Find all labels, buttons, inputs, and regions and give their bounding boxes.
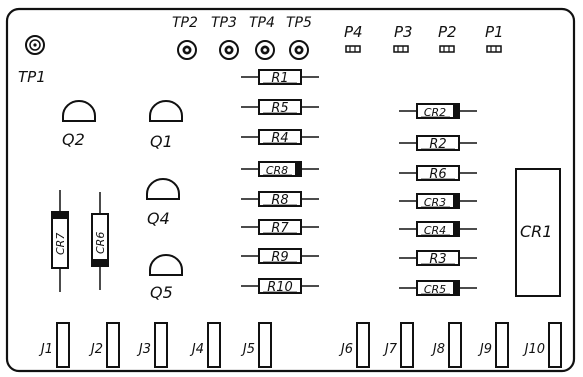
transistor-q4: Q4 xyxy=(146,178,180,228)
resistor-r4: R4 xyxy=(241,129,319,146)
test-point-label: TP5 xyxy=(286,15,312,31)
component-label: R6 xyxy=(429,167,446,182)
diode-label: CR7 xyxy=(54,233,67,255)
jumper-label: J8 xyxy=(430,342,445,357)
jumper-j10: J10 xyxy=(522,322,562,368)
test-point-label: TP1 xyxy=(18,68,46,86)
jumper-j7: J7 xyxy=(382,322,414,368)
test-point-tp1: TP1 xyxy=(18,35,46,86)
test-point-label: TP3 xyxy=(211,15,237,31)
jumper-j4: J4 xyxy=(189,322,221,368)
resistor-r1: R1 xyxy=(241,69,319,86)
resistor-r2: R2 xyxy=(399,135,477,152)
transistor-q5: Q5 xyxy=(149,254,183,302)
jumper-row: J1 J2 J3 J4 J5 J6 J7 J8 J9 J10 xyxy=(38,322,562,368)
board-outline xyxy=(5,7,576,373)
resistor-r9: R9 xyxy=(241,248,319,265)
transistor-label: Q1 xyxy=(150,132,173,151)
rectifier-cr1: CR1 xyxy=(515,168,561,297)
jumper-j2: J2 xyxy=(88,322,120,368)
component-label: R9 xyxy=(271,250,288,265)
transistor-label: Q2 xyxy=(62,130,85,149)
component-label: CR8 xyxy=(266,164,288,177)
resistor-r6: R6 xyxy=(399,165,477,182)
connector-label: P4 xyxy=(344,23,363,41)
jumper-j5: J5 xyxy=(240,322,272,368)
transistor-q2: Q2 xyxy=(62,100,96,149)
test-point-tp2: TP2 xyxy=(172,15,198,60)
component-label: R7 xyxy=(271,221,289,236)
component-label: R8 xyxy=(271,193,288,208)
test-point-tp5: TP5 xyxy=(286,15,312,60)
resistor-r5: R5 xyxy=(241,99,319,116)
jumper-label: J5 xyxy=(240,342,255,357)
connector-p2: P2 xyxy=(438,23,457,53)
jumper-j8: J8 xyxy=(430,322,462,368)
resistor-r10: R10 xyxy=(241,278,319,295)
test-point-label: TP2 xyxy=(172,15,198,31)
diode-label: CR6 xyxy=(94,232,107,254)
resistor-r8: R8 xyxy=(241,191,319,208)
jumper-j6: J6 xyxy=(338,322,370,368)
jumper-j1: J1 xyxy=(38,322,70,368)
jumper-label: J1 xyxy=(38,342,53,357)
jumper-label: J3 xyxy=(136,342,151,357)
test-point-label: TP4 xyxy=(249,15,275,31)
connector-label: P2 xyxy=(438,23,457,41)
component-label: R2 xyxy=(429,137,446,152)
diode-cr6: CR6 xyxy=(91,192,109,290)
jumper-j3: J3 xyxy=(136,322,168,368)
resistor-r7: R7 xyxy=(241,219,319,236)
component-label: CR2 xyxy=(424,106,446,119)
jumper-label: J6 xyxy=(338,342,353,357)
jumper-label: J4 xyxy=(189,342,204,357)
jumper-label: J9 xyxy=(477,342,492,357)
component-label: R10 xyxy=(267,280,293,295)
diode-cr3: CR3 xyxy=(399,193,477,209)
jumper-j9: J9 xyxy=(477,322,509,368)
jumper-label: J7 xyxy=(382,342,398,357)
test-point-tp4: TP4 xyxy=(249,15,275,60)
transistor-label: Q4 xyxy=(147,209,170,228)
connector-label: P1 xyxy=(485,23,504,41)
diode-cr2: CR2 xyxy=(399,103,477,119)
connector-p1: P1 xyxy=(485,23,504,53)
jumper-label: J2 xyxy=(88,342,103,357)
connector-label: P3 xyxy=(394,23,413,41)
component-label: CR5 xyxy=(424,283,446,296)
diode-cr5: CR5 xyxy=(399,280,477,296)
transistor-label: Q5 xyxy=(150,283,173,302)
component-label: R1 xyxy=(271,71,288,86)
component-label: R5 xyxy=(271,101,288,116)
test-point-tp3: TP3 xyxy=(211,15,239,60)
resistor-r3: R3 xyxy=(399,250,477,267)
diode-cr7: CR7 xyxy=(51,190,69,292)
transistor-q1: Q1 xyxy=(149,100,183,151)
component-label: CR3 xyxy=(424,196,446,209)
diode-cr4: CR4 xyxy=(399,221,477,237)
rectifier-label: CR1 xyxy=(520,222,552,241)
connector-p3: P3 xyxy=(393,23,413,53)
component-label: R4 xyxy=(271,131,288,146)
diode-cr8: CR8 xyxy=(241,161,319,177)
component-label: CR4 xyxy=(424,224,446,237)
jumper-label: J10 xyxy=(522,342,545,357)
connector-p4: P4 xyxy=(344,23,363,53)
component-label: R3 xyxy=(429,252,446,267)
